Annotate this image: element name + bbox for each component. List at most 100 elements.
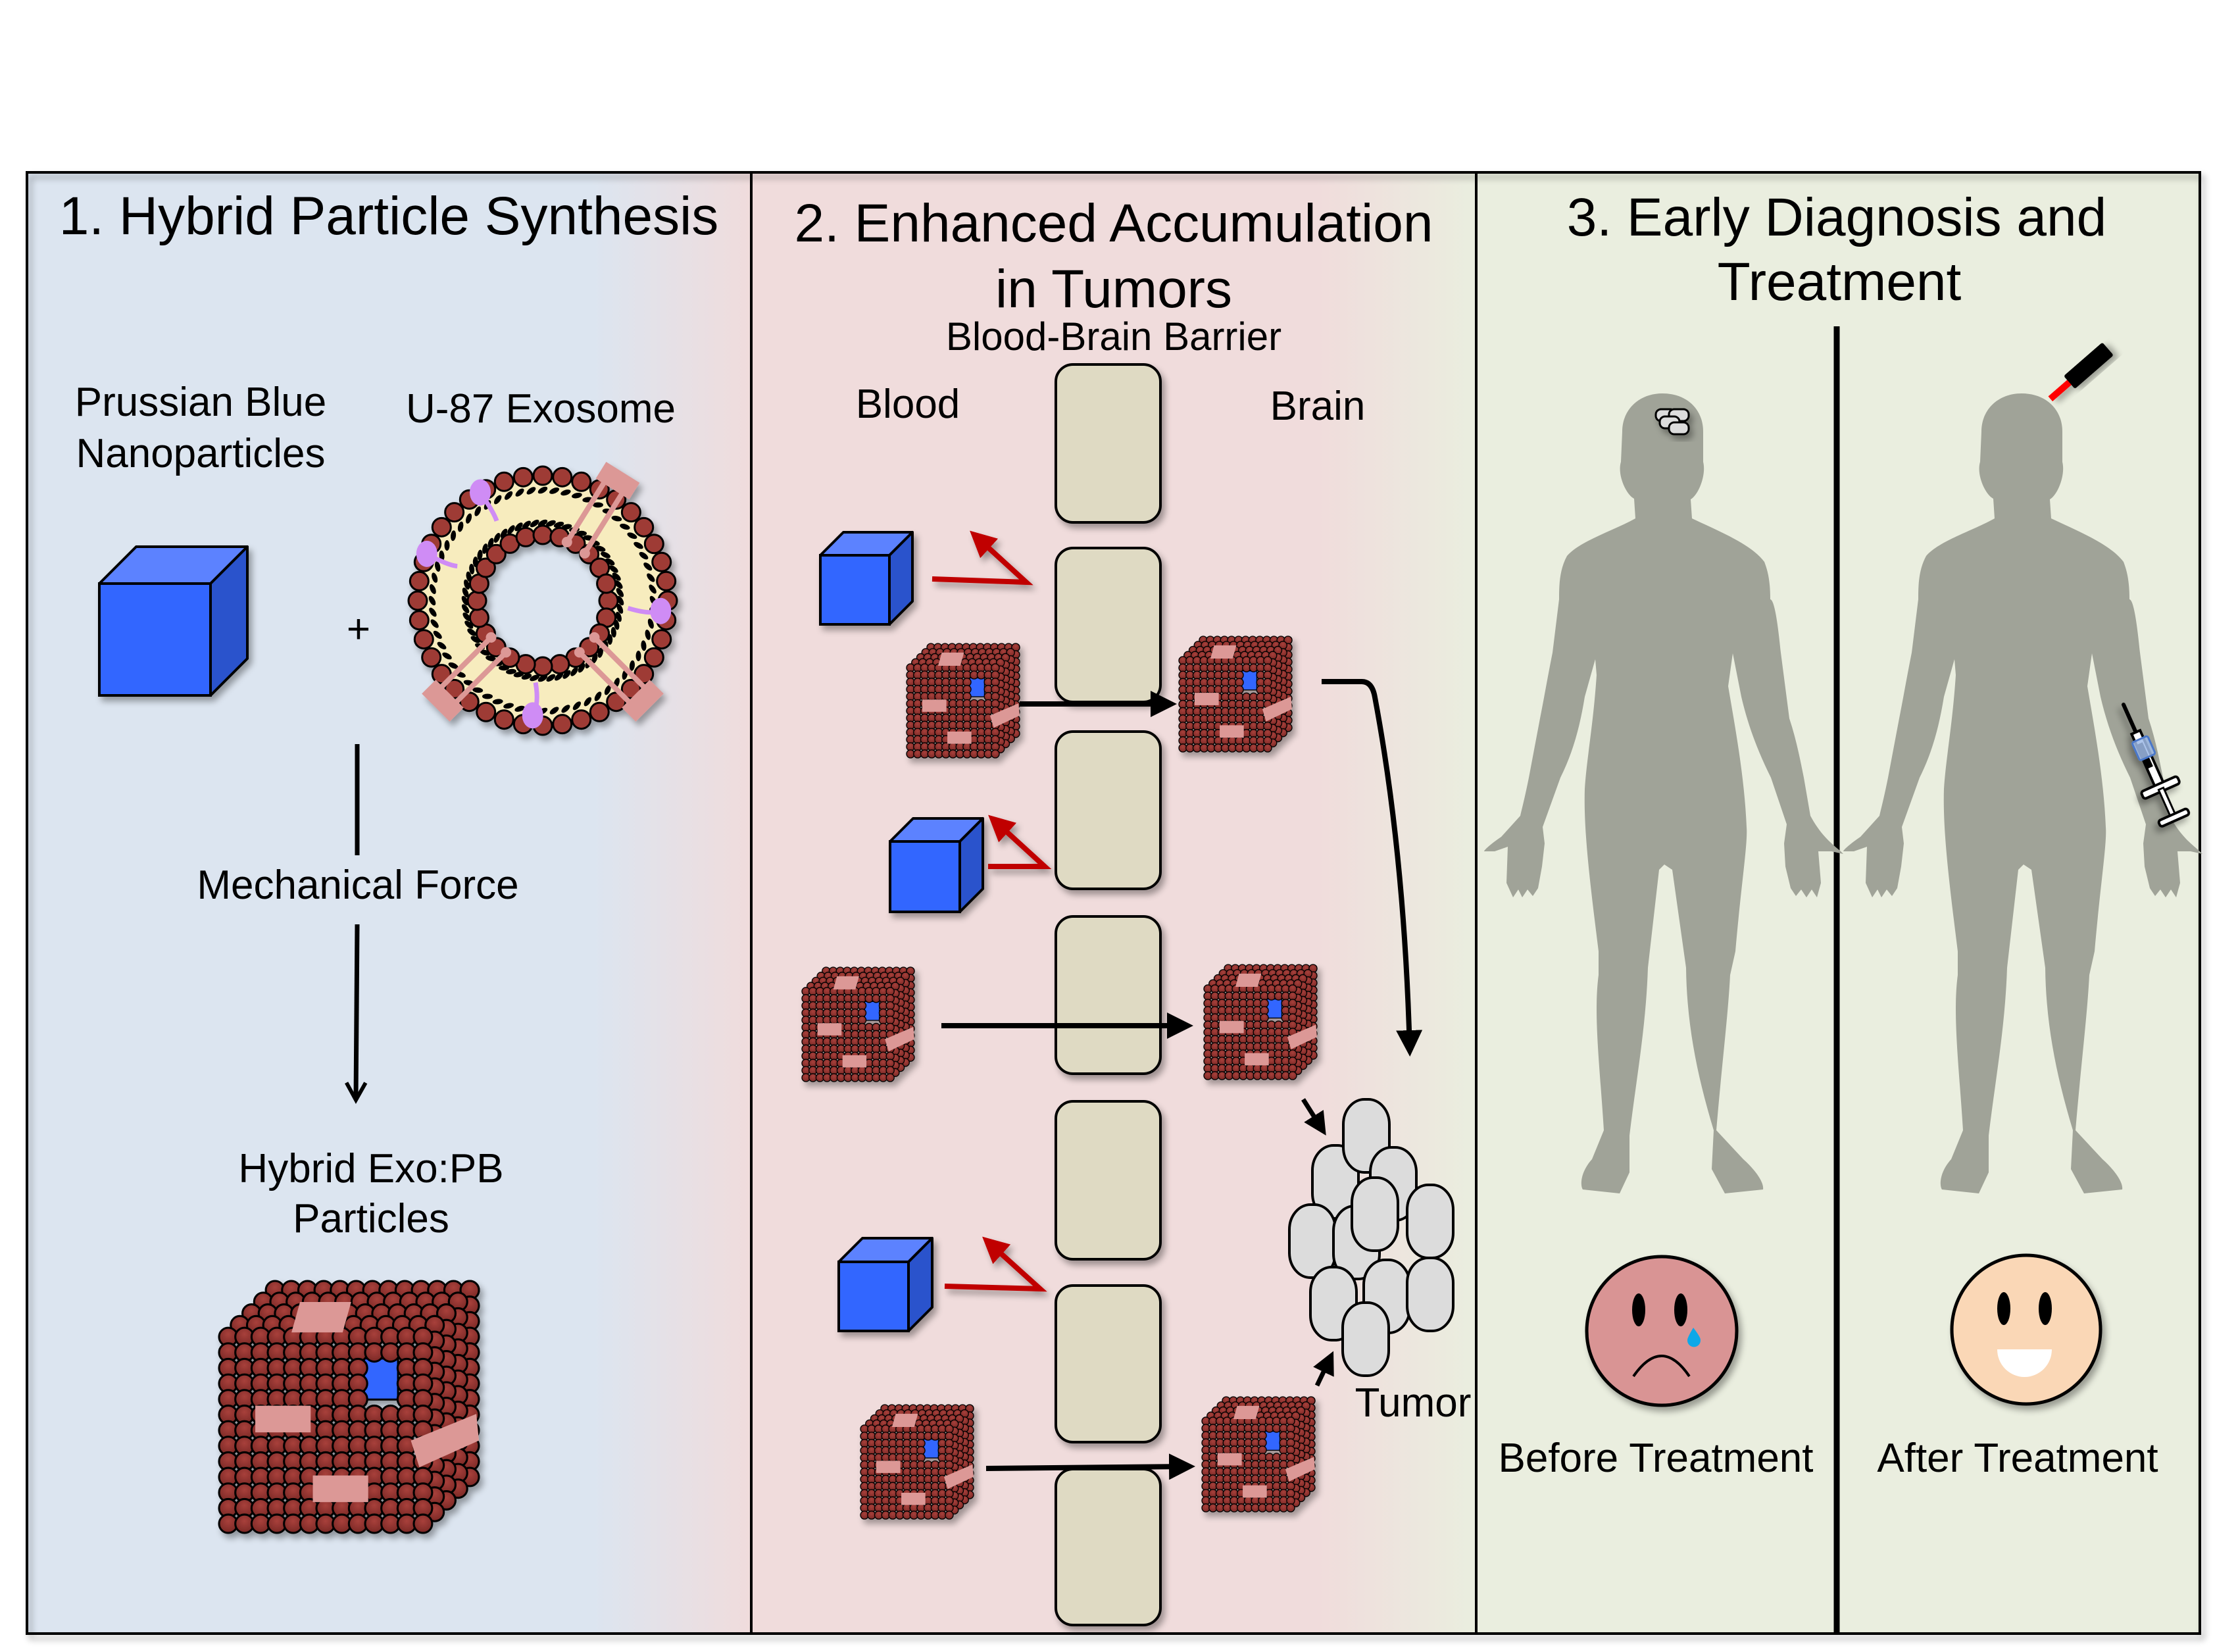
lipid-tail <box>545 520 556 527</box>
lipid-tail <box>461 604 470 614</box>
protein-patch <box>1219 1020 1244 1034</box>
lipid-tail <box>645 630 651 640</box>
lipid-tail <box>578 663 585 673</box>
lipid-tail <box>629 660 635 671</box>
protein-patch <box>842 1055 867 1068</box>
lipid-tail <box>462 613 471 622</box>
lipid-tail <box>522 520 531 529</box>
transmembrane-protein <box>422 632 512 722</box>
protein-end <box>561 536 572 547</box>
lipid-head-outer <box>493 709 514 730</box>
protein-patch <box>1220 725 1244 738</box>
happy-face-right-eye <box>2039 1292 2052 1325</box>
pb-cube-icon <box>889 817 984 913</box>
pb-core-window <box>1264 1430 1281 1451</box>
protein-anchor <box>595 462 640 500</box>
lipid-head-outer <box>552 466 573 488</box>
panel-diagnosis-title-line2: Treatment <box>1718 252 1962 312</box>
protein-stem <box>564 479 608 544</box>
pb-core-window <box>864 1001 880 1021</box>
lipid-tail <box>493 495 502 505</box>
pb-cube-icon <box>837 1237 933 1332</box>
protein-patch <box>1235 973 1262 988</box>
lipid-tail <box>605 558 615 566</box>
lipid-tail <box>530 674 540 682</box>
cube-front-face <box>819 554 891 626</box>
lipid-tail <box>464 620 474 629</box>
lipid-head-inner <box>468 607 489 628</box>
lipid-tail <box>537 674 548 682</box>
lipid-tail <box>614 580 623 589</box>
lipid-head-outer <box>444 678 465 699</box>
lipid-head-outer <box>634 516 655 538</box>
exo-pb-cube-icon <box>801 966 915 1082</box>
exo-pb-cube-icon <box>1201 1396 1316 1513</box>
blood-label: Blood <box>856 382 960 427</box>
lipid-tail <box>594 691 602 701</box>
lipid-tail <box>620 524 630 530</box>
lipid-head-outer <box>532 465 553 486</box>
endothelial-cell <box>1055 915 1162 1075</box>
bead <box>1263 670 1272 680</box>
exo-pb-cube-icon <box>1178 636 1293 753</box>
lipid-tail <box>561 705 570 713</box>
protein-patch <box>937 652 964 666</box>
exo-pb-cube-icon <box>906 643 1020 759</box>
tumor-entry-arrow-top <box>1301 1098 1326 1136</box>
pb-label-line1: Prussian Blue <box>75 380 327 425</box>
lipid-tail <box>503 703 514 709</box>
lipid-tail <box>521 673 532 680</box>
pb-core-window <box>969 677 985 697</box>
lipid-head-outer <box>571 709 592 730</box>
lipid-head-outer <box>512 466 534 488</box>
protein-patch <box>312 1475 368 1503</box>
tear-drop-icon <box>1687 1328 1701 1347</box>
lipid-tail <box>530 519 539 528</box>
lipid-head-inner <box>515 526 536 547</box>
pb-core-window <box>1241 670 1258 691</box>
lipid-tail <box>430 619 439 628</box>
transmembrane-protein <box>574 632 664 722</box>
bead <box>1263 743 1272 753</box>
protein-patch <box>885 1026 914 1052</box>
bead <box>1263 685 1272 695</box>
lipid-tail <box>514 522 523 532</box>
bead <box>991 749 1000 759</box>
lipid-head-inner <box>532 524 553 545</box>
smile-mouth <box>1997 1349 2052 1377</box>
purple-protein <box>470 479 491 506</box>
pb-cube-icon <box>98 545 249 697</box>
endothelial-cell <box>1055 1100 1162 1261</box>
lipid-tail <box>616 595 624 606</box>
lipid-tail <box>469 564 475 574</box>
hybrid-label-line1: Hybrid Exo:PB <box>238 1146 503 1191</box>
lipid-tail <box>627 532 637 539</box>
pb-nanoparticle-cube-icon <box>98 545 249 697</box>
endothelial-cell <box>1055 547 1162 703</box>
bead <box>1263 663 1272 672</box>
lipid-tail <box>514 705 525 712</box>
lipid-tail <box>451 530 457 541</box>
human-silhouette-icon <box>1843 393 2202 1193</box>
bead <box>885 1073 895 1082</box>
blocked-arrow <box>988 814 1052 869</box>
lipid-tail <box>506 668 516 674</box>
lipid-head-inner <box>485 543 507 564</box>
lipid-head-outer <box>589 701 610 722</box>
protein-patch <box>1233 1405 1260 1420</box>
protein-patch <box>291 1301 351 1333</box>
lipid-head-outer <box>643 534 664 555</box>
lipid-tail <box>604 685 611 695</box>
lipid-tail <box>612 572 621 581</box>
exo-pb-cube-icon <box>218 1280 480 1534</box>
human-before-treatment <box>1484 393 1843 1193</box>
lipid-tail <box>466 513 472 524</box>
lipid-tail <box>641 640 647 651</box>
cube-front-face <box>837 1261 910 1332</box>
lipid-tail <box>462 588 469 598</box>
lipid-tail <box>430 584 436 594</box>
protein-patch <box>1245 1053 1269 1066</box>
lipid-tail <box>507 525 515 535</box>
bead <box>1263 721 1272 731</box>
lipid-head-outer <box>656 570 677 591</box>
